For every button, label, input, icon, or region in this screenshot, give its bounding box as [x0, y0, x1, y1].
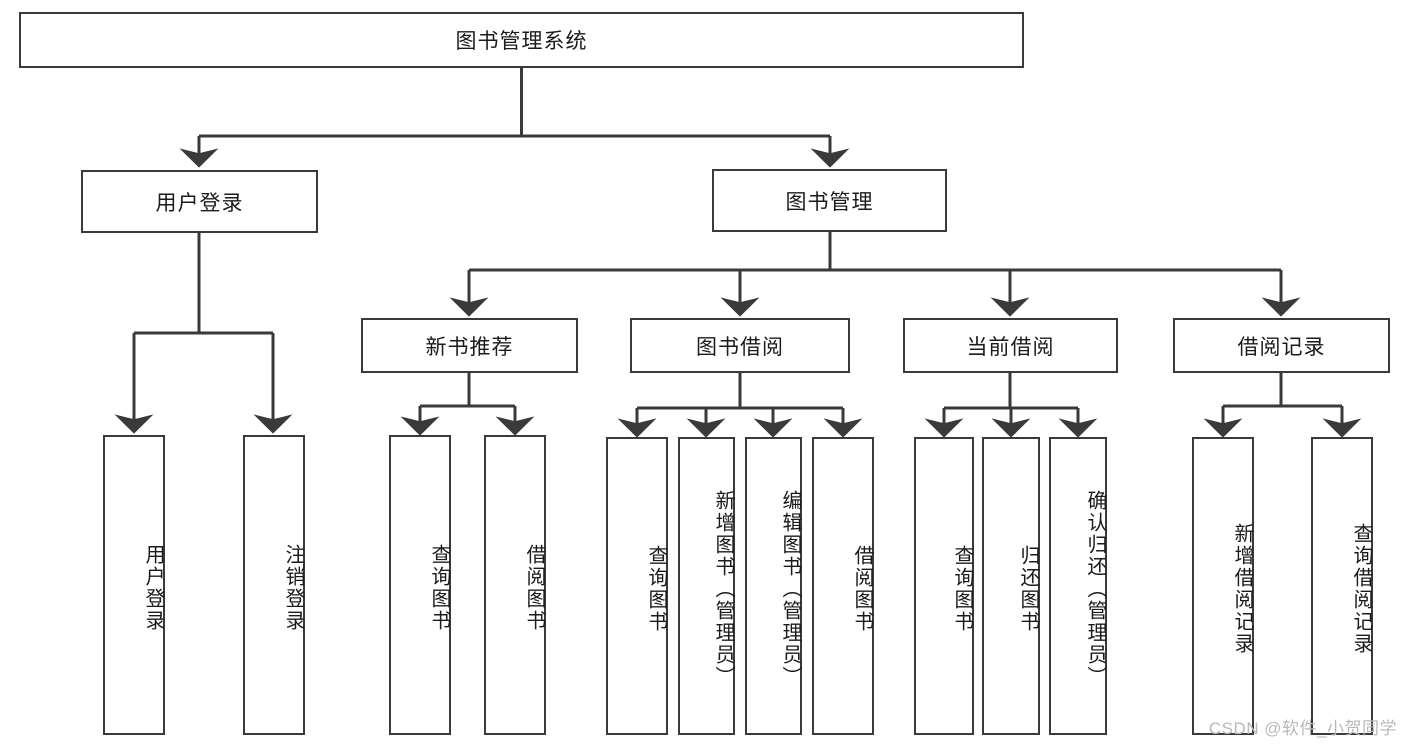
node-leaf-user-logout[interactable]: 注销登录: [243, 435, 305, 735]
node-leaf-add-book[interactable]: 新增图书（管理员）: [678, 437, 735, 735]
node-leaf-query-record-label: 查询借阅记录: [1350, 523, 1372, 655]
node-leaf-user-login[interactable]: 用户登录: [103, 435, 165, 735]
node-leaf-borrow-book-2[interactable]: 借阅图书: [812, 437, 874, 735]
node-leaf-query-book-1-label: 查询图书: [428, 544, 450, 632]
node-leaf-borrow-book-2-label: 借阅图书: [851, 545, 873, 633]
node-user-login[interactable]: 用户登录: [81, 170, 318, 233]
node-book-borrow[interactable]: 图书借阅: [630, 318, 850, 373]
node-leaf-return-book[interactable]: 归还图书: [982, 437, 1040, 735]
node-leaf-edit-book[interactable]: 编辑图书（管理员）: [745, 437, 802, 735]
watermark-text: CSDN @软件_小贺同学: [1208, 719, 1397, 738]
node-book-borrow-label: 图书借阅: [696, 335, 784, 359]
edge-group-root: [179, 68, 850, 168]
node-leaf-confirm-return-label: 确认归还（管理员）: [1084, 490, 1106, 688]
edge-group-book-management: [449, 232, 1301, 317]
edge-group-book-borrow: [617, 373, 863, 438]
node-leaf-borrow-book-1-label: 借阅图书: [523, 544, 545, 632]
node-book-management-label: 图书管理: [785, 190, 874, 214]
node-leaf-borrow-book-1[interactable]: 借阅图书: [484, 435, 546, 735]
node-leaf-add-record[interactable]: 新增借阅记录: [1192, 437, 1254, 735]
node-borrow-record[interactable]: 借阅记录: [1173, 318, 1390, 373]
node-leaf-return-book-label: 归还图书: [1017, 545, 1039, 633]
edge-group-current-borrow: [924, 373, 1098, 438]
node-leaf-user-logout-label: 注销登录: [282, 544, 304, 632]
node-leaf-query-book-1[interactable]: 查询图书: [389, 435, 451, 735]
node-leaf-add-record-label: 新增借阅记录: [1231, 523, 1253, 655]
node-leaf-query-book-2-label: 查询图书: [645, 545, 667, 633]
node-leaf-query-book-3-label: 查询图书: [951, 545, 973, 633]
node-leaf-edit-book-label: 编辑图书（管理员）: [779, 490, 801, 688]
node-book-management[interactable]: 图书管理: [712, 169, 947, 232]
node-leaf-query-book-3[interactable]: 查询图书: [914, 437, 974, 735]
node-user-login-label: 用户登录: [155, 191, 244, 215]
node-current-borrow[interactable]: 当前借阅: [903, 318, 1118, 373]
edge-group-user-login: [114, 233, 293, 434]
edge-group-borrow-record: [1203, 373, 1362, 438]
node-root-label: 图书管理系统: [455, 30, 588, 53]
node-leaf-add-book-label: 新增图书（管理员）: [712, 490, 734, 688]
node-leaf-query-record[interactable]: 查询借阅记录: [1311, 437, 1373, 735]
node-borrow-record-label: 借阅记录: [1237, 335, 1326, 359]
edge-group-new-book-recommend: [400, 373, 535, 436]
node-leaf-confirm-return[interactable]: 确认归还（管理员）: [1049, 437, 1107, 735]
node-new-book-recommend[interactable]: 新书推荐: [361, 318, 578, 373]
node-current-borrow-label: 当前借阅: [966, 335, 1055, 359]
node-leaf-user-login-label: 用户登录: [142, 544, 164, 632]
node-new-book-recommend-label: 新书推荐: [425, 335, 514, 359]
node-root[interactable]: 图书管理系统: [19, 12, 1024, 68]
node-leaf-query-book-2[interactable]: 查询图书: [606, 437, 668, 735]
